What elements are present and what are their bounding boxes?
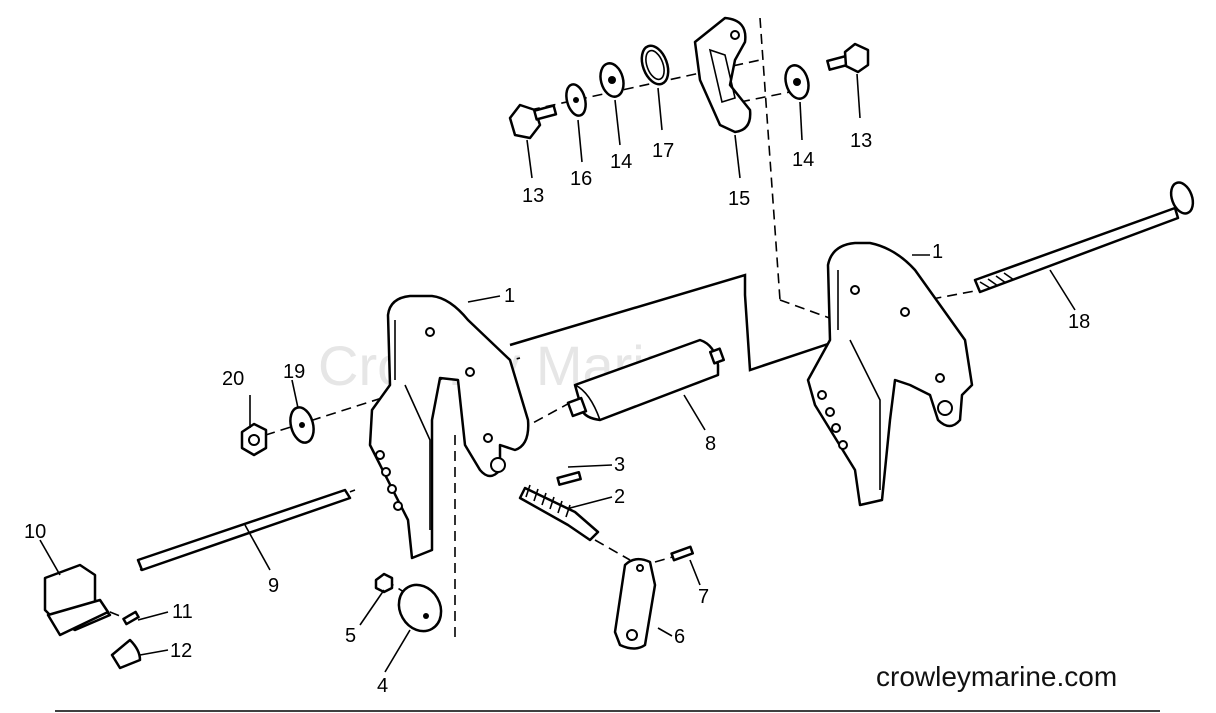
callout-5: 5	[345, 625, 356, 647]
part-19-washer	[289, 406, 315, 444]
callout-10: 10	[24, 521, 46, 543]
callout-1-left: 1	[504, 285, 515, 307]
callout-19: 19	[283, 361, 305, 383]
callout-6: 6	[674, 626, 685, 648]
part-2-spring	[518, 484, 600, 542]
part-20-nut	[240, 422, 268, 457]
part-11-pin	[122, 610, 140, 626]
part-17-ring	[640, 44, 670, 86]
callout-labels: 1 1 2 3 4 5 6 7 8 9 10 11 12 13 13 14 14…	[24, 130, 1090, 697]
callout-7: 7	[698, 586, 709, 608]
part-15-link-plate	[693, 16, 752, 134]
callout-8: 8	[705, 433, 716, 455]
part-10-handle	[43, 563, 112, 637]
callout-20: 20	[222, 368, 244, 390]
leader-lines	[39, 73, 1076, 673]
callout-2: 2	[614, 486, 625, 508]
clamp-bracket-right	[806, 241, 974, 507]
part-4-disc	[397, 583, 443, 633]
part-5-nut	[374, 572, 394, 594]
part-13-screw-right	[826, 42, 870, 74]
callout-9: 9	[268, 575, 279, 597]
callout-16: 16	[570, 168, 592, 190]
part-14-washer-left	[599, 62, 625, 98]
frame-connector-line	[509, 273, 841, 372]
callout-13-left: 13	[522, 185, 544, 207]
callout-14-right: 14	[792, 149, 814, 171]
part-16-washer	[565, 83, 587, 117]
callout-17: 17	[652, 140, 674, 162]
callout-1-right: 1	[932, 241, 943, 263]
callout-14-left: 14	[610, 151, 632, 173]
callout-13-right: 13	[850, 130, 872, 152]
part-6-lever	[613, 557, 657, 650]
callout-4: 4	[377, 675, 388, 697]
part-3-pin	[556, 471, 582, 486]
part-18-bolt	[973, 181, 1195, 294]
part-13-screw-left	[508, 103, 558, 140]
site-url-text: crowleymarine.com	[876, 661, 1117, 692]
callout-11: 11	[172, 601, 193, 623]
clamp-bracket-left	[368, 294, 530, 560]
callout-12: 12	[170, 640, 192, 662]
part-7-pin	[670, 545, 695, 562]
callout-18: 18	[1068, 311, 1090, 333]
part-14-washer-right	[784, 64, 810, 100]
part-12-sleeve	[110, 638, 142, 670]
callout-3: 3	[614, 454, 625, 476]
part-8-tube	[566, 338, 726, 422]
callout-15: 15	[728, 188, 750, 210]
part-9-rod	[136, 488, 352, 572]
